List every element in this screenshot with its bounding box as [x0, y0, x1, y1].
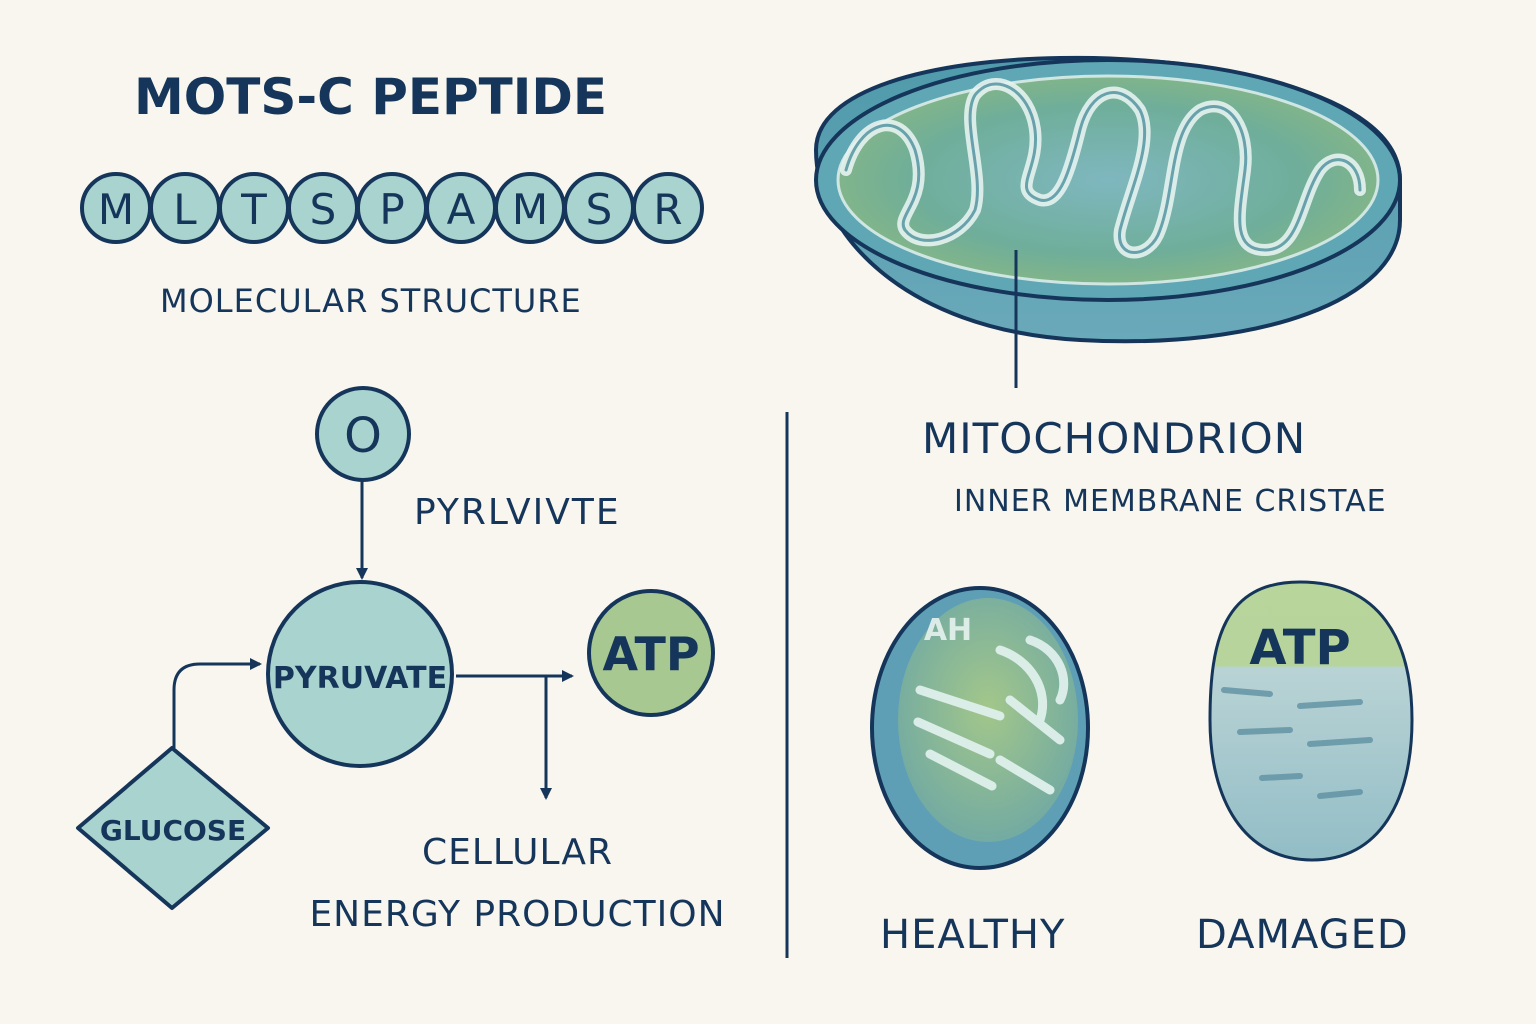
peptide-bead-7: M [494, 172, 566, 244]
healthy-mitochondrion: AH [870, 586, 1090, 870]
pathway-side-label: PYRLVIVTE [414, 492, 621, 533]
peptide-residue-3: T [240, 185, 267, 234]
node-glucose-label: GLUCOSE [100, 814, 246, 847]
node-glucose: GLUCOSE [76, 746, 270, 910]
node-pyruvate-label: PYRUVATE [273, 661, 447, 696]
arrow-glucose-to-pyruvate [172, 658, 262, 748]
molecular-structure-caption: MOLECULAR STRUCTURE [160, 282, 582, 320]
peptide-bead-1: M [80, 172, 152, 244]
node-o: O [315, 386, 411, 482]
node-o-label: O [344, 408, 382, 464]
peptide-bead-3: T [218, 172, 290, 244]
peptide-residue-7: M [512, 185, 548, 234]
healthy-label: HEALTHY [880, 912, 1066, 958]
peptide-residue-9: R [653, 185, 682, 234]
node-pyruvate: PYRUVATE [266, 580, 454, 768]
peptide-residue-4: S [310, 185, 337, 234]
energy-production-line-2: ENERGY PRODUCTION [309, 894, 726, 935]
peptide-bead-2: L [149, 172, 221, 244]
peptide-bead-4: S [287, 172, 359, 244]
peptide-bead-9: R [632, 172, 704, 244]
energy-production-line-1: CELLULAR [421, 832, 614, 873]
peptide-residue-1: M [98, 185, 134, 234]
peptide-bead-8: S [563, 172, 635, 244]
mitochondrion-illustration [813, 55, 1402, 388]
pathway-arrows [172, 480, 574, 800]
peptide-bead-5: P [356, 172, 428, 244]
node-atp: ATP [587, 589, 715, 717]
page-title: MOTS-C PEPTIDE [134, 68, 608, 126]
peptide-residue-6: A [447, 185, 476, 234]
peptide-bead-6: A [425, 172, 497, 244]
peptide-residue-2: L [173, 185, 197, 234]
mitochondrion-label: MITOCHONDRION [922, 414, 1307, 463]
cristae-label: INNER MEMBRANE CRISTAE [954, 484, 1387, 519]
peptide-chain: M L T S P A M S R [80, 172, 704, 244]
damaged-label: DAMAGED [1196, 912, 1409, 958]
damaged-mitochondrion: ATP [1208, 580, 1414, 862]
peptide-residue-8: S [586, 185, 613, 234]
healthy-inner-text: AH [924, 613, 972, 648]
peptide-residue-5: P [379, 185, 404, 234]
damaged-inner-text: ATP [1249, 620, 1350, 676]
energy-production-label: CELLULAR ENERGY PRODUCTION [290, 822, 745, 946]
node-atp-label: ATP [602, 627, 699, 681]
